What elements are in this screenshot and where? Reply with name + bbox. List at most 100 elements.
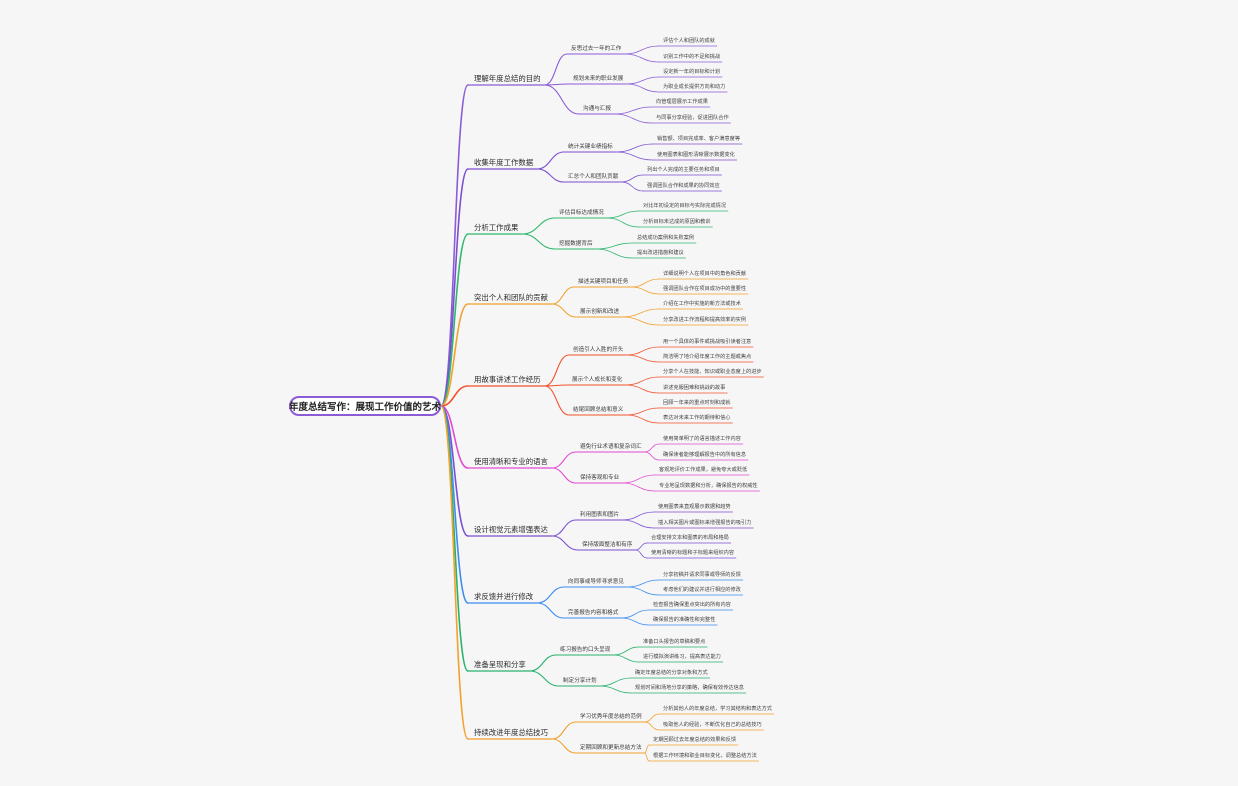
sub-branch-node-label[interactable]: 定期回顾和更新总结方法 bbox=[580, 745, 642, 751]
leaf-node-label[interactable]: 列出个人完成的主要任务和项目 bbox=[647, 167, 720, 173]
leaf-node-label[interactable]: 准备口头报告的草稿和要点 bbox=[643, 639, 706, 645]
leaf-node-label[interactable]: 使用简单明了的语言描述工作内容 bbox=[663, 436, 741, 442]
leaf-node-label[interactable]: 考虑他们的建议并进行相应的修改 bbox=[663, 587, 741, 593]
branch-node-label[interactable]: 理解年度总结的目的 bbox=[474, 74, 541, 83]
branch-node-label[interactable]: 持续改进年度总结技巧 bbox=[474, 728, 548, 737]
leaf-node-label[interactable]: 吸取他人的经验，不断优化自己的总结技巧 bbox=[663, 722, 762, 728]
leaf-node-label[interactable]: 与同事分享经验，促进团队合作 bbox=[656, 115, 729, 121]
leaf-node-label[interactable]: 分享初稿并请求同事或导师的反馈 bbox=[663, 572, 741, 578]
sub-branch-node-label[interactable]: 保持版面整洁和有序 bbox=[582, 542, 633, 548]
leaf-connector bbox=[644, 752, 650, 762]
sub-branch-node-label[interactable]: 反思过去一年的工作 bbox=[571, 46, 622, 52]
branch-node-label[interactable]: 突出个人和团队的贡献 bbox=[474, 293, 548, 302]
leaf-node-label[interactable]: 表达对未来工作的期待和信心 bbox=[663, 415, 731, 421]
leaf-connector bbox=[644, 451, 660, 461]
sub-branch-node-label[interactable]: 描述关键项目和任务 bbox=[578, 279, 629, 285]
sub-branch-node-label[interactable]: 评估目标达成情况 bbox=[559, 210, 604, 216]
branch-node-label[interactable]: 分析工作成果 bbox=[474, 223, 519, 232]
leaf-node-label[interactable]: 强调团队合作和成果的协同效应 bbox=[647, 183, 720, 189]
leaf-connector bbox=[644, 721, 660, 731]
leaf-node-label[interactable]: 介绍在工作中实施的新方法或技术 bbox=[663, 301, 741, 307]
branch-connector bbox=[440, 84, 469, 407]
branch-node-label[interactable]: 准备呈现和分享 bbox=[474, 660, 526, 669]
leaf-node-label[interactable]: 分析目标未达成的原因和教训 bbox=[643, 219, 711, 225]
sub-branch-connector bbox=[551, 738, 577, 754]
sub-branch-node-label[interactable]: 练习报告的口头呈现 bbox=[560, 647, 611, 653]
leaf-node-label[interactable]: 进行模拟演讲练习，提高表达能力 bbox=[643, 654, 721, 660]
root-node[interactable]: 年度总结写作：展现工作价值的艺术 bbox=[289, 396, 441, 416]
sub-branch-node-label[interactable]: 规划未来的职业发展 bbox=[573, 76, 624, 82]
sub-branch-node-label[interactable]: 展示创新和改进 bbox=[580, 309, 620, 315]
leaf-node-label[interactable]: 确定年度总结的分享对象和方式 bbox=[635, 670, 708, 676]
sub-branch-node-label[interactable]: 向同事或导师寻求意见 bbox=[568, 579, 624, 585]
sub-branch-node-label[interactable]: 沟通与汇报 bbox=[583, 106, 611, 112]
leaf-node-label[interactable]: 定期回顾过去年度总结的效果和反馈 bbox=[653, 737, 737, 743]
sub-branch-connector bbox=[551, 303, 577, 318]
leaf-node-label[interactable]: 分享个人在技能、知识或职业态度上的进步 bbox=[663, 369, 762, 375]
leaf-node-label[interactable]: 确保报告的准确性和完整性 bbox=[653, 617, 716, 623]
leaf-node-label[interactable]: 检查报告确保重点突出的所有内容 bbox=[653, 602, 731, 608]
branch-connector bbox=[440, 405, 469, 740]
leaf-node-label[interactable]: 根据工作环境和职业目标变化，调整总结方法 bbox=[653, 753, 757, 759]
leaf-node-label[interactable]: 向管理层展示工作成果 bbox=[656, 99, 708, 105]
leaf-node-label[interactable]: 讲述克服困难和挑战的故事 bbox=[663, 385, 726, 391]
leaf-node-label[interactable]: 插入相关图片或图标来增强报告的吸引力 bbox=[658, 520, 752, 526]
leaf-node-label[interactable]: 设定新一年的目标和计划 bbox=[663, 69, 721, 75]
sub-branch-node-label[interactable]: 完善报告内容和格式 bbox=[568, 610, 619, 616]
leaf-connector bbox=[644, 713, 660, 723]
leaf-node-label[interactable]: 提出改进措施和建议 bbox=[637, 250, 684, 256]
leaf-connector bbox=[599, 685, 632, 694]
leaf-node-label[interactable]: 分享改进工作流程和提高效率的实例 bbox=[663, 317, 747, 323]
leaf-connector bbox=[644, 744, 650, 754]
leaf-node-label[interactable]: 详细说明个人在项目中的角色和贡献 bbox=[663, 271, 747, 277]
leaf-connector bbox=[624, 376, 660, 386]
root-node-label: 年度总结写作：展现工作价值的艺术 bbox=[289, 402, 442, 413]
leaf-node-label[interactable]: 使用清晰的标题和子标题来组织内容 bbox=[651, 550, 735, 556]
sub-branch-connector bbox=[536, 586, 565, 604]
sub-branch-node-label[interactable]: 避免行业术语和复杂词汇 bbox=[580, 444, 642, 450]
branch-node-label[interactable]: 收集年度工作数据 bbox=[474, 158, 534, 167]
sub-branch-node-label[interactable]: 保持客观和专业 bbox=[580, 475, 620, 481]
leaf-node-label[interactable]: 识别工作中的不足和挑战 bbox=[663, 54, 721, 60]
sub-branch-node-label[interactable]: 挖掘数据背后 bbox=[559, 241, 593, 247]
branch-node-label[interactable]: 使用清晰和专业的语言 bbox=[474, 457, 548, 466]
sub-branch-node-label[interactable]: 统计关键业绩指标 bbox=[568, 144, 613, 150]
sub-branch-connector bbox=[529, 654, 557, 672]
leaf-node-label[interactable]: 简洁明了地介绍年度工作的主题或焦点 bbox=[663, 354, 752, 360]
leaf-connector bbox=[634, 542, 648, 551]
leaf-node-label[interactable]: 总结成功案例和失败案例 bbox=[637, 235, 695, 241]
leaf-node-label[interactable]: 确保读者能够理解报告中的所有信息 bbox=[663, 452, 747, 458]
leaf-node-label[interactable]: 销售额、项目完成率、客户满意度等 bbox=[657, 136, 741, 142]
branch-node-label[interactable]: 设计视觉元素增强表达 bbox=[474, 525, 548, 534]
sub-branch-connector bbox=[551, 467, 577, 484]
sub-branch-node-label[interactable]: 创造引人入胜的开头 bbox=[573, 347, 624, 353]
sub-branch-connector bbox=[521, 233, 556, 250]
leaf-node-label[interactable]: 评估个人和团队的成就 bbox=[663, 38, 715, 44]
sub-branch-connector bbox=[536, 151, 565, 170]
sub-branch-node-label[interactable]: 利用图表和图片 bbox=[580, 512, 620, 518]
leaf-node-label[interactable]: 强调团队合作在项目成功中的重要性 bbox=[663, 286, 747, 292]
leaf-node-label[interactable]: 专业地呈现数据和分析，确保报告的权威性 bbox=[659, 483, 758, 489]
sub-branch-node-label[interactable]: 制定分享计划 bbox=[563, 678, 597, 684]
leaf-node-label[interactable]: 分析其他人的年度总结，学习其结构和表达方式 bbox=[663, 706, 772, 712]
sub-branch-node-label[interactable]: 学习优秀年度总结的范例 bbox=[580, 714, 642, 720]
leaf-node-label[interactable]: 回顾一年来的重点时刻和成就 bbox=[663, 400, 731, 406]
leaf-node-label[interactable]: 使用图表和图形清晰展示数据变化 bbox=[657, 152, 735, 158]
leaf-node-label[interactable]: 为职业成长提供方向和动力 bbox=[663, 84, 726, 90]
leaf-node-label[interactable]: 合理安排文本和图表的布局和格局 bbox=[651, 535, 729, 541]
sub-branch-node-label[interactable]: 结尾回顾总结和意义 bbox=[573, 407, 624, 413]
leaf-node-label[interactable]: 规划时间和场地分享的策略，确保有效传达信息 bbox=[635, 685, 744, 691]
leaf-node-label[interactable]: 使用图表来直观展示数据和趋势 bbox=[658, 504, 731, 510]
sub-branch-connector bbox=[551, 519, 577, 537]
leaf-connector bbox=[606, 210, 640, 219]
sub-branch-node-label[interactable]: 汇总个人和团队贡献 bbox=[568, 174, 619, 180]
leaf-node-label[interactable]: 对比年初设定的目标与实际完成情况 bbox=[643, 203, 727, 209]
branch-node-label[interactable]: 用故事讲述工作经历 bbox=[474, 375, 541, 384]
leaf-connector bbox=[599, 677, 632, 687]
leaf-node-label[interactable]: 客观地评价工作成果，避免夸大或贬低 bbox=[659, 467, 748, 473]
leaf-node-label[interactable]: 用一个具体的事件或挑战吸引读者注意 bbox=[663, 339, 752, 345]
sub-branch-node-label[interactable]: 展示个人成长和变化 bbox=[572, 377, 623, 383]
leaf-connector bbox=[625, 407, 660, 416]
branch-node-label[interactable]: 求反馈并进行修改 bbox=[474, 592, 534, 601]
